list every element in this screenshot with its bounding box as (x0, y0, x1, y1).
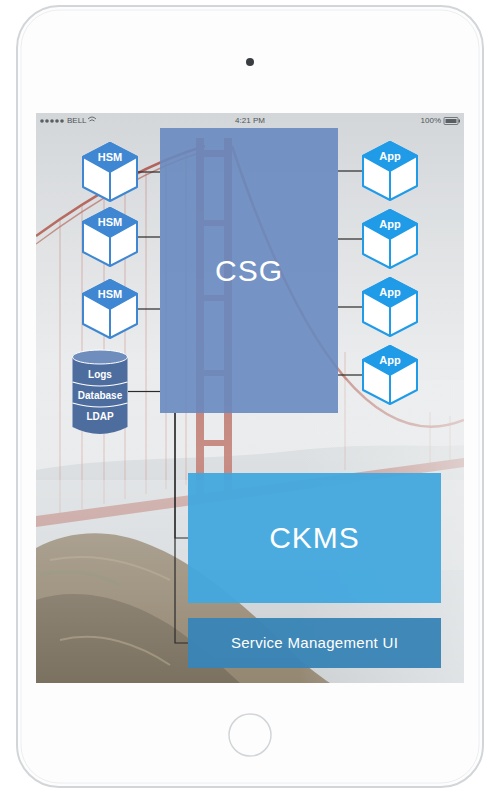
cube-top (363, 346, 417, 375)
cube-outline (83, 208, 137, 266)
connector-line (138, 171, 160, 172)
app-icon: App (362, 209, 418, 269)
cylinder-divider (73, 382, 128, 386)
connector-line (338, 170, 362, 171)
tablet-body (17, 6, 483, 787)
service-box: CKMS (188, 473, 441, 603)
cube-outline (363, 346, 417, 404)
cylinder-top (73, 350, 128, 364)
app-icon: App (362, 141, 418, 201)
cube-top (83, 208, 137, 237)
connector-line (138, 236, 160, 237)
box-title: CKMS (269, 520, 360, 556)
status-text: BELL (67, 116, 87, 126)
connector-line (128, 391, 160, 392)
tablet-bezel (21, 10, 479, 783)
hsm-icon: HSM (82, 207, 138, 267)
icon-label: HSM (98, 215, 122, 229)
gateway-box: CSG (160, 128, 338, 413)
cube-edge (389, 375, 391, 404)
cube-top (83, 143, 137, 172)
cube-top (363, 278, 417, 307)
cube-top (83, 280, 137, 309)
cube-edge (389, 239, 391, 268)
home-button (229, 714, 271, 756)
icon-label: App (379, 285, 400, 299)
connector-line (338, 238, 362, 239)
cube-edge (109, 237, 111, 266)
connector-line (175, 413, 188, 538)
cube-edge (109, 309, 111, 338)
cube-top (363, 142, 417, 171)
icon-label: App (379, 353, 400, 367)
bar-title: Service Management UI (231, 634, 398, 652)
cube-top (363, 210, 417, 239)
cube-edge (389, 307, 391, 336)
connector-line (338, 306, 362, 307)
icon-label: App (379, 217, 400, 231)
hsm-icon: HSM (82, 142, 138, 202)
app-icon: App (362, 345, 418, 405)
cube-outline (83, 143, 137, 201)
cube-outline (363, 210, 417, 268)
store-label: Database (78, 385, 122, 406)
store-label: Logs (88, 364, 112, 385)
connector-line (338, 374, 362, 375)
connector-line (138, 308, 160, 309)
hsm-icon: HSM (82, 279, 138, 339)
ui-bar: Service Management UI (188, 618, 441, 668)
box-title: CSG (215, 253, 283, 289)
cube-edge (109, 172, 111, 201)
database-cylinder: LogsDatabaseLDAP (72, 349, 128, 434)
icon-label: HSM (98, 150, 122, 164)
status-text: 100% (421, 116, 441, 126)
cylinder-body (73, 357, 128, 434)
connector-line (175, 413, 188, 643)
status-text: 4:21 PM (235, 116, 265, 126)
tablet-camera (246, 58, 254, 66)
cube-outline (363, 142, 417, 200)
icon-label: App (379, 149, 400, 163)
icon-label: HSM (98, 287, 122, 301)
cube-outline (363, 278, 417, 336)
app-icon: App (362, 277, 418, 337)
bridge-photo (36, 113, 464, 683)
cylinder-divider (73, 403, 128, 407)
store-label: LDAP (86, 406, 113, 427)
cube-edge (389, 171, 391, 200)
cube-outline (83, 280, 137, 338)
